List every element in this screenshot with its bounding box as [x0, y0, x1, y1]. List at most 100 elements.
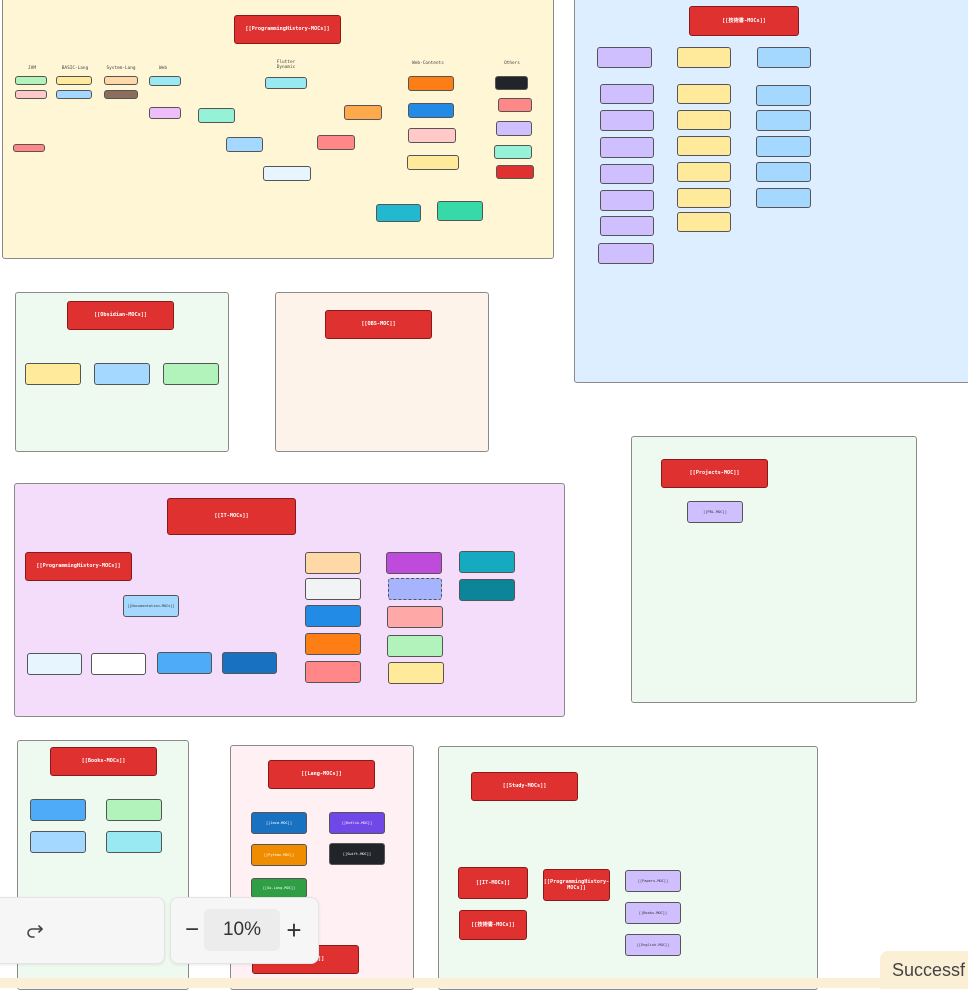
study-right-books[interactable]: [[Books-MOC]]: [625, 902, 681, 924]
blue-node-3[interactable]: [757, 47, 811, 68]
it-node-8[interactable]: [305, 633, 361, 655]
zoom-out-button[interactable]: −: [180, 912, 204, 948]
blue-node-9[interactable]: [600, 216, 654, 236]
ph-node-11[interactable]: [198, 108, 235, 123]
zoom-level[interactable]: 10%: [204, 909, 280, 951]
it-node-6[interactable]: [305, 578, 361, 600]
blue-node-15[interactable]: [677, 188, 731, 208]
lang-item-swift[interactable]: [[Swift-MOC]]: [329, 843, 385, 865]
blue-node-5[interactable]: [600, 110, 654, 131]
obsidian-title[interactable]: [[Obsidian-MOCs]]: [67, 301, 174, 330]
books-item-2[interactable]: [106, 799, 162, 821]
zoom-in-button[interactable]: +: [281, 912, 307, 948]
it-node-10[interactable]: [386, 552, 442, 574]
blue-node-12[interactable]: [677, 110, 731, 130]
lang-item-go[interactable]: [[Go-Lang-MOC]]: [251, 878, 307, 898]
it-node-2[interactable]: [91, 653, 146, 675]
ph-node-12[interactable]: [344, 105, 382, 120]
blue-node-2[interactable]: [677, 47, 731, 68]
ph-node-10[interactable]: [265, 77, 307, 89]
blue-node-14[interactable]: [677, 162, 731, 182]
ph-node-8[interactable]: [149, 107, 181, 119]
ph-node-23[interactable]: [498, 98, 532, 112]
ph-node-21[interactable]: [437, 201, 483, 221]
ph-node-3[interactable]: [56, 76, 92, 85]
obs-title[interactable]: [[OBS-MOC]]: [325, 310, 432, 339]
projects-item-pbl[interactable]: [[PBL-MOC]]: [687, 501, 743, 523]
programming-history-title[interactable]: [[ProgrammingHistory-MOCs]]: [234, 15, 341, 44]
it-node-5[interactable]: [305, 552, 361, 574]
column-label-web: Web: [159, 66, 167, 71]
blue-node-10[interactable]: [598, 243, 654, 264]
blue-node-7[interactable]: [600, 164, 654, 184]
it-node-4[interactable]: [222, 652, 277, 674]
ph-node-16[interactable]: [408, 76, 454, 91]
blue-node-4[interactable]: [600, 84, 654, 104]
ph-node-9[interactable]: [13, 144, 45, 152]
it-node-14[interactable]: [388, 662, 444, 684]
blue-node-19[interactable]: [756, 136, 811, 157]
blue-node-21[interactable]: [756, 188, 811, 208]
ph-node-26[interactable]: [496, 165, 534, 179]
books-item-1[interactable]: [30, 799, 86, 821]
it-node-7[interactable]: [305, 605, 361, 627]
obsidian-item-settings[interactable]: [163, 363, 219, 385]
blue-node-20[interactable]: [756, 162, 811, 182]
blue-node-6[interactable]: [600, 137, 654, 158]
blue-node-11[interactable]: [677, 84, 731, 104]
ph-node-4[interactable]: [56, 90, 92, 99]
ph-node-17[interactable]: [408, 103, 454, 118]
lang-title[interactable]: [[Lang-MOCs]]: [268, 760, 375, 789]
blue-node-8[interactable]: [600, 190, 654, 211]
redo-button[interactable]: [18, 914, 50, 946]
study-right-english[interactable]: [[English-MOC]]: [625, 934, 681, 956]
ph-node-24[interactable]: [496, 121, 532, 136]
ph-node-7[interactable]: [149, 76, 181, 86]
books-item-3[interactable]: [30, 831, 86, 853]
it-hub-documentation[interactable]: [[Documentation-MOCs]]: [123, 595, 179, 617]
blue-node-16[interactable]: [677, 212, 731, 232]
plus-icon: +: [286, 914, 302, 945]
study-right-papers[interactable]: [[Papers-MOC]]: [625, 870, 681, 892]
it-node-13[interactable]: [387, 635, 443, 657]
ph-node-25[interactable]: [494, 145, 532, 159]
lang-item-kotlin[interactable]: [[Kotlin-MOC]]: [329, 812, 385, 834]
ph-node-13[interactable]: [226, 137, 263, 152]
it-title[interactable]: [[IT-MOCs]]: [167, 498, 296, 535]
ph-node-18[interactable]: [408, 128, 456, 143]
study-item-technical-books[interactable]: [[技術書-MOCs]]: [459, 910, 527, 940]
it-node-3[interactable]: [157, 652, 212, 674]
it-programming-history-link[interactable]: [[ProgrammingHistory-MOCs]]: [25, 552, 132, 581]
ph-node-14[interactable]: [317, 135, 355, 150]
minus-icon: −: [184, 916, 199, 943]
ph-node-20[interactable]: [376, 204, 421, 222]
ph-node-2[interactable]: [15, 90, 47, 99]
blue-node-1[interactable]: [597, 47, 652, 68]
it-node-12[interactable]: [387, 606, 443, 628]
lang-item-java[interactable]: [[Java-MOC]]: [251, 812, 307, 834]
study-item-it[interactable]: [[IT-MOCs]]: [458, 867, 528, 899]
it-node-15[interactable]: [459, 551, 515, 573]
ph-node-1[interactable]: [15, 76, 47, 85]
blue-node-18[interactable]: [756, 110, 811, 131]
books-item-4[interactable]: [106, 831, 162, 853]
obsidian-item-usage[interactable]: [94, 363, 150, 385]
blue-node-17[interactable]: [756, 85, 811, 106]
it-node-11[interactable]: [388, 578, 442, 600]
ph-node-22[interactable]: [495, 76, 528, 90]
lang-item-python[interactable]: [[Python-MOC]]: [251, 844, 307, 866]
ph-node-6[interactable]: [104, 90, 138, 99]
it-node-16[interactable]: [459, 579, 515, 601]
obsidian-item-plugin[interactable]: [25, 363, 81, 385]
technical-books-title[interactable]: [[技術書-MOCs]]: [689, 6, 799, 36]
it-node-9[interactable]: [305, 661, 361, 683]
study-title[interactable]: [[Study-MOCs]]: [471, 772, 578, 801]
projects-title[interactable]: [[Projects-MOC]]: [661, 459, 768, 488]
ph-node-5[interactable]: [104, 76, 138, 85]
study-item-programming-history[interactable]: [[ProgrammingHistory-MOCs]]: [543, 869, 610, 901]
ph-node-15[interactable]: [263, 166, 311, 181]
it-node-1[interactable]: [27, 653, 82, 675]
ph-node-19[interactable]: [407, 155, 459, 170]
blue-node-13[interactable]: [677, 136, 731, 156]
books-title[interactable]: [[Books-MOCs]]: [50, 747, 157, 776]
